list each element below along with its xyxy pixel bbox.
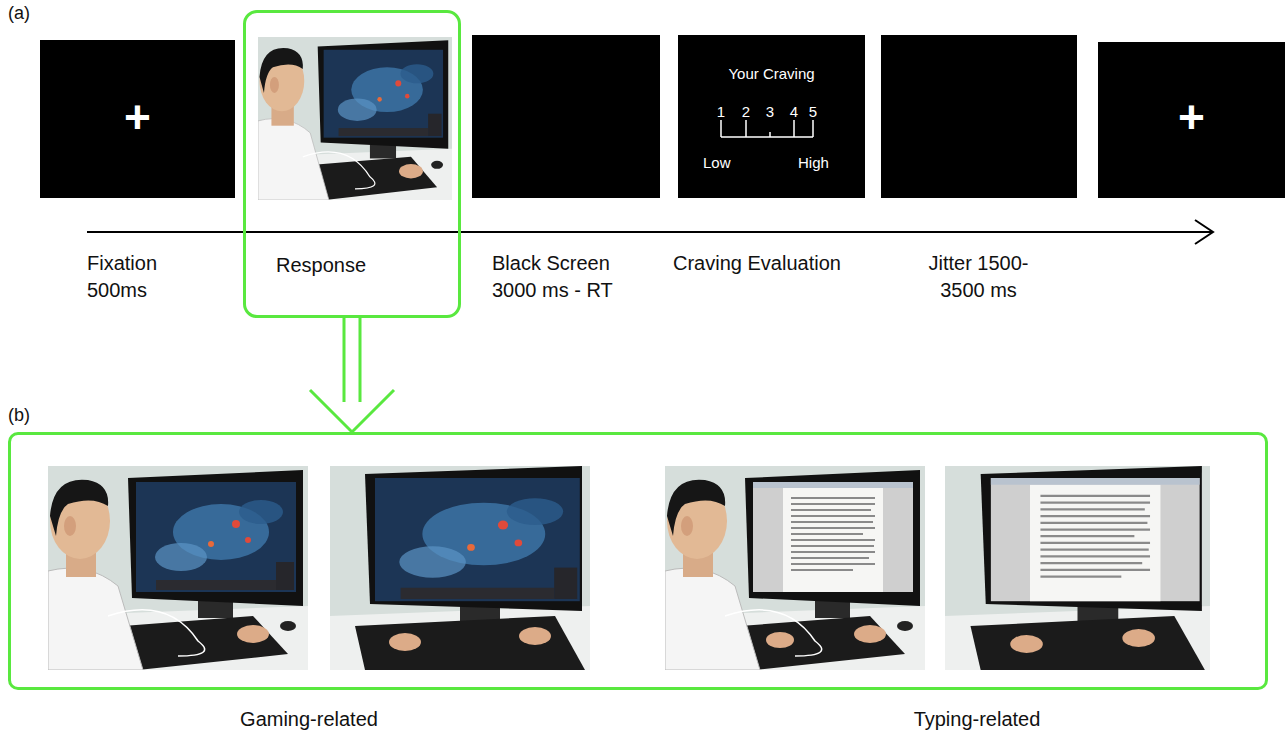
fixation-screen: + (1098, 42, 1285, 198)
timeline-arrow (87, 220, 1213, 244)
fixation-screen: + (40, 40, 241, 198)
typing-photo (945, 466, 1210, 670)
step-label: Fixation 500ms (87, 250, 177, 304)
scale-number: 5 (808, 102, 818, 122)
category-label: Gaming-related (209, 706, 409, 733)
response-photo (258, 37, 452, 200)
scale-number: 2 (741, 102, 751, 122)
fixation-cross: + (40, 94, 235, 140)
fixation-cross: + (1098, 94, 1285, 140)
scale-number: 4 (789, 102, 799, 122)
scale-anchor: High (798, 153, 829, 173)
panel-letter: (a) (8, 2, 30, 25)
scale-number: 3 (765, 102, 775, 122)
hollow-arrow (310, 318, 394, 432)
gaming-photo (48, 466, 308, 670)
craving-screen-bg (678, 35, 865, 198)
step-label: Black Screen 3000 ms - RT (492, 250, 627, 304)
scale-title: Your Craving (678, 64, 865, 84)
panel-letter: (b) (8, 404, 30, 427)
step-label: Craving Evaluation (673, 250, 841, 277)
scale-number: 1 (716, 102, 726, 122)
gaming-photo (330, 466, 590, 670)
fixation-screen-bg (1098, 42, 1285, 198)
step-label: Jitter 1500-3500 ms (911, 250, 1046, 304)
jitter-screen (881, 35, 1077, 198)
stimulus-panel: (b) (8, 432, 1268, 690)
step-label: Response (276, 252, 366, 279)
fixation-screen-bg (40, 40, 235, 198)
black-screen (472, 35, 660, 198)
response-frame: Response (243, 10, 461, 318)
typing-photo (665, 466, 925, 670)
craving-screen: Your Craving 12345Low High (678, 35, 871, 198)
category-label: Typing-related (877, 706, 1077, 733)
rating-scale (721, 120, 813, 137)
scale-anchor: Low (703, 153, 731, 173)
